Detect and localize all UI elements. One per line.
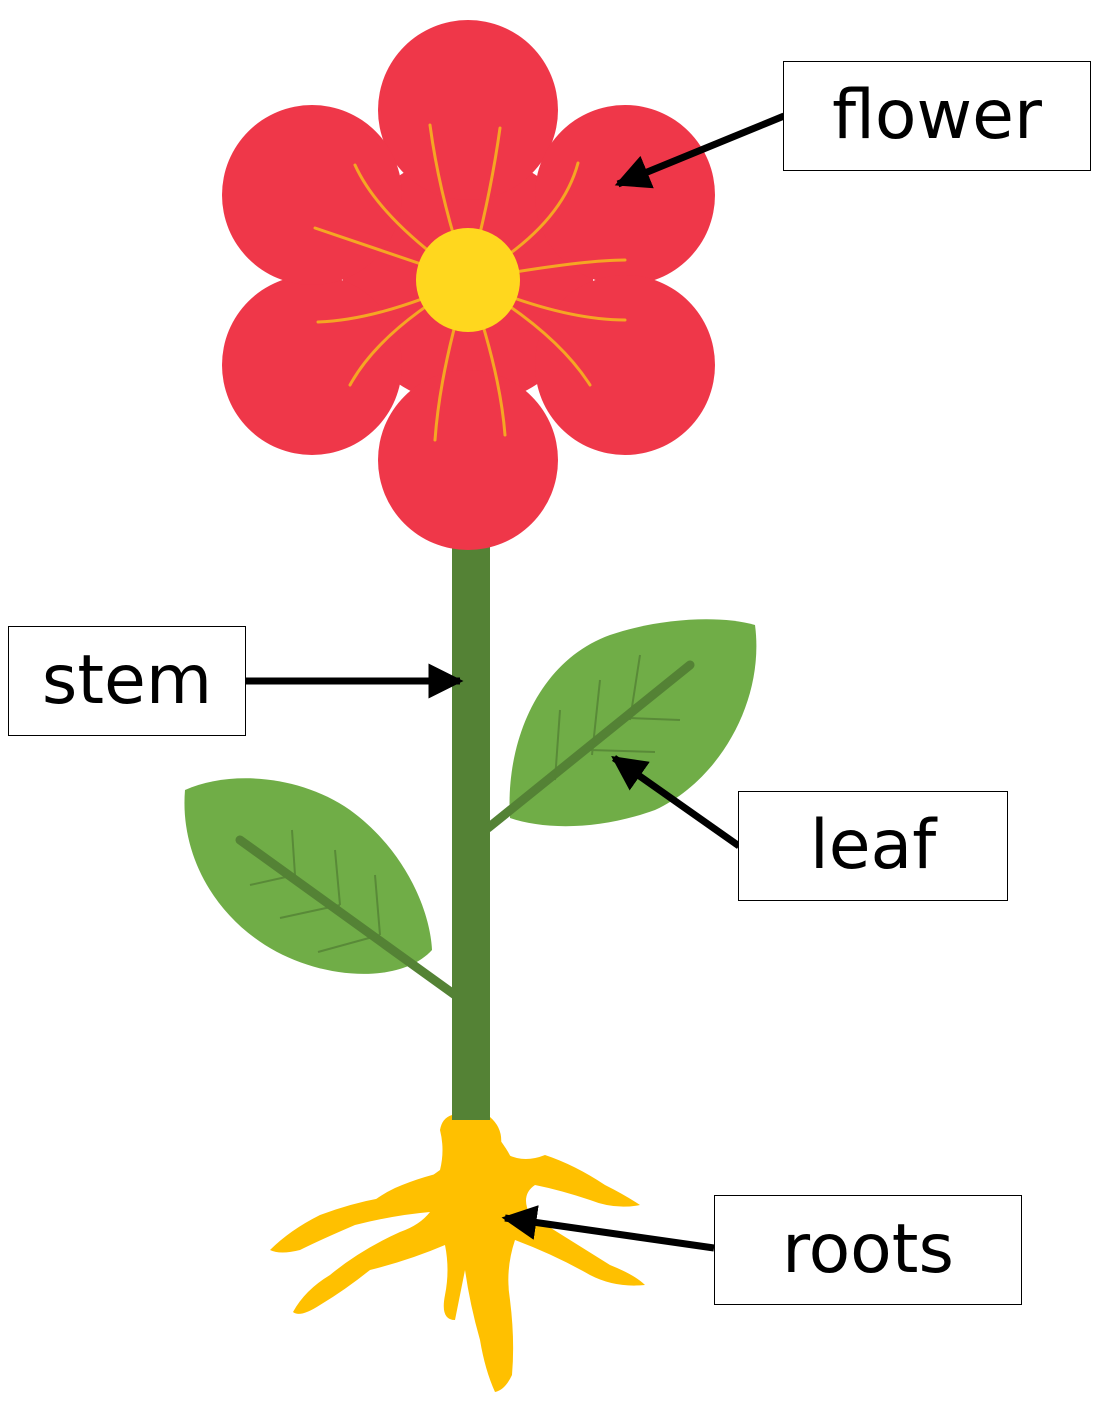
leaf-label: leaf (738, 791, 1008, 901)
flower-label: flower (783, 61, 1091, 171)
leaf-left-shape (184, 778, 455, 995)
flower-shape (222, 20, 715, 550)
roots-shape (270, 1113, 645, 1392)
stem-label: stem (8, 626, 246, 736)
leaf-right-shape (488, 619, 756, 828)
roots-label: roots (714, 1195, 1022, 1305)
flower-center (416, 228, 520, 332)
